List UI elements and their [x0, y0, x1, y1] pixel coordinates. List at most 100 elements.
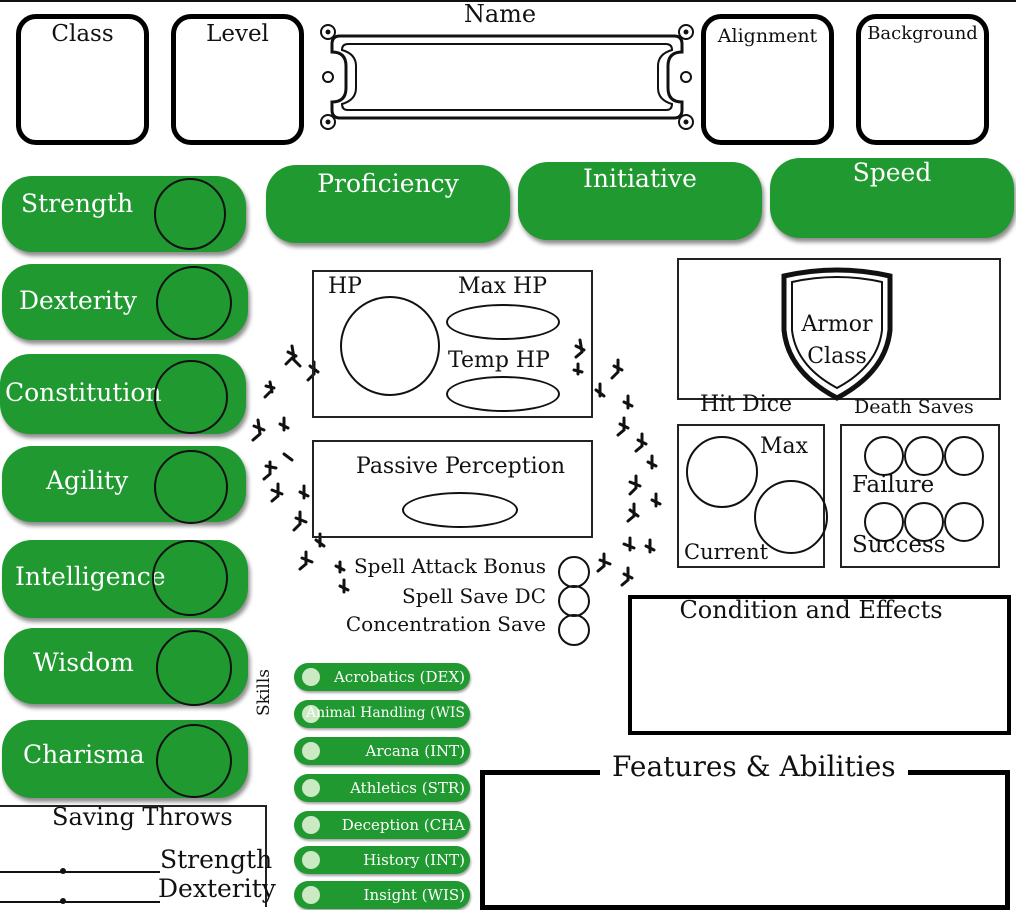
temp-hp-oval[interactable]	[446, 376, 560, 412]
skill-proficiency-dot[interactable]	[302, 705, 320, 723]
temp-hp-label: Temp HP	[448, 348, 550, 373]
initiative-label: Initiative	[583, 164, 697, 193]
death-save-failure-3[interactable]	[944, 436, 984, 476]
class-label: Class	[51, 21, 114, 47]
ability-intelligence[interactable]: Intelligence	[2, 540, 248, 618]
hit-dice-title: Hit Dice	[700, 392, 793, 417]
speed-box[interactable]: Speed	[770, 158, 1014, 238]
hit-dice-max-label: Max	[760, 434, 809, 459]
success-label: Success	[852, 532, 946, 558]
skill-label: Deception (CHA	[341, 816, 465, 834]
death-saves-panel	[840, 424, 1000, 568]
ability-score-circle[interactable]	[154, 178, 226, 250]
skill-proficiency-dot[interactable]	[302, 742, 320, 760]
name-label: Name	[463, 0, 537, 28]
passive-perception-oval[interactable]	[402, 492, 518, 528]
saving-throw-label: Dexterity	[158, 874, 276, 903]
saving-throw-line-strength[interactable]	[0, 871, 160, 873]
skill-label: Athletics (STR)	[350, 779, 465, 797]
hp-label: HP	[328, 274, 362, 299]
vine-decoration	[251, 338, 662, 594]
skill-proficiency-dot[interactable]	[302, 779, 320, 797]
hit-dice-panel	[677, 424, 825, 568]
max-hp-oval[interactable]	[446, 304, 560, 340]
saving-throw-dot	[60, 898, 66, 904]
ability-label: Constitution	[5, 378, 162, 407]
ability-constitution[interactable]: Constitution	[0, 354, 246, 434]
passive-perception-label: Passive Perception	[356, 454, 566, 479]
name-frame[interactable]	[318, 22, 696, 132]
spell-save-label: Spell Save DC	[402, 584, 546, 608]
hp-circle[interactable]	[340, 296, 440, 396]
alignment-box[interactable]: Alignment	[701, 14, 834, 145]
skill-proficiency-dot[interactable]	[302, 668, 320, 686]
class-box[interactable]: Class	[16, 14, 149, 145]
ability-dexterity[interactable]: Dexterity	[2, 264, 248, 340]
skill-proficiency-dot[interactable]	[302, 851, 320, 869]
level-box[interactable]: Level	[171, 14, 304, 145]
background-box[interactable]: Background	[856, 14, 989, 145]
hit-dice-max-circle[interactable]	[686, 436, 758, 508]
saving-throw-dot	[60, 868, 66, 874]
hp-panel	[312, 270, 593, 418]
skill-arcana[interactable]: Arcana (INT)	[294, 737, 470, 765]
armor-label-line2: Class	[807, 344, 867, 369]
level-label: Level	[206, 21, 269, 47]
conditions-title: Condition and Effects	[679, 596, 943, 624]
ability-label: Intelligence	[15, 562, 166, 591]
ability-label: Strength	[21, 189, 134, 218]
death-saves-title: Death Saves	[854, 396, 974, 418]
death-save-failure-2[interactable]	[904, 436, 944, 476]
initiative-box[interactable]: Initiative	[518, 162, 762, 240]
background-label: Background	[867, 23, 978, 44]
armor-class-shield[interactable]	[774, 262, 900, 404]
ability-agility[interactable]: Agility	[2, 446, 246, 524]
ability-strength[interactable]: Strength	[2, 176, 246, 252]
spell-attack-circle[interactable]	[558, 556, 590, 588]
concentration-circle[interactable]	[558, 614, 590, 646]
max-hp-label: Max HP	[458, 274, 548, 299]
ability-charisma[interactable]: Charisma	[2, 720, 248, 798]
ability-score-circle[interactable]	[152, 540, 228, 616]
skill-label: Animal Handling (WIS	[305, 705, 465, 721]
skill-acrobatics[interactable]: Acrobatics (DEX)	[294, 663, 470, 691]
ability-score-circle[interactable]	[154, 450, 228, 524]
speed-label: Speed	[852, 158, 932, 187]
death-save-success-1[interactable]	[864, 502, 904, 542]
spell-save-circle[interactable]	[558, 585, 590, 617]
skill-label: Arcana (INT)	[365, 742, 465, 760]
skill-history[interactable]: History (INT)	[294, 846, 470, 874]
proficiency-box[interactable]: Proficiency	[266, 165, 510, 243]
proficiency-label: Proficiency	[317, 169, 459, 198]
hit-dice-current-label: Current	[684, 540, 769, 564]
ability-score-circle[interactable]	[154, 360, 228, 434]
alignment-label: Alignment	[717, 25, 818, 47]
top-border	[0, 0, 1016, 2]
death-save-failure-1[interactable]	[864, 436, 904, 476]
ability-score-circle[interactable]	[156, 266, 232, 340]
ability-score-circle[interactable]	[156, 630, 232, 706]
skill-label: History (INT)	[363, 851, 465, 869]
ability-label: Dexterity	[19, 286, 137, 315]
spell-attack-label: Spell Attack Bonus	[353, 554, 546, 578]
skill-proficiency-dot[interactable]	[302, 816, 320, 834]
failure-label: Failure	[852, 472, 935, 498]
skill-athletics[interactable]: Athletics (STR)	[294, 774, 470, 802]
skill-animal-handling[interactable]: Animal Handling (WIS	[294, 700, 470, 728]
ability-score-circle[interactable]	[156, 724, 232, 798]
saving-throws-title: Saving Throws	[52, 803, 233, 831]
skill-proficiency-dot[interactable]	[302, 886, 320, 904]
features-box[interactable]	[480, 770, 1010, 910]
passive-perception-panel	[312, 440, 593, 538]
armor-label-line1: Armor	[801, 312, 873, 337]
skill-label: Acrobatics (DEX)	[333, 668, 465, 686]
death-save-success-3[interactable]	[944, 502, 984, 542]
hit-dice-current-circle[interactable]	[754, 480, 828, 554]
ability-wisdom[interactable]: Wisdom	[4, 628, 248, 706]
saving-throw-line-dexterity[interactable]	[0, 901, 160, 903]
skills-title: Skills	[254, 669, 274, 716]
skill-deception[interactable]: Deception (CHA	[294, 811, 470, 839]
death-save-success-2[interactable]	[904, 502, 944, 542]
conditions-box[interactable]	[628, 595, 1011, 735]
skill-insight[interactable]: Insight (WIS)	[294, 881, 470, 909]
